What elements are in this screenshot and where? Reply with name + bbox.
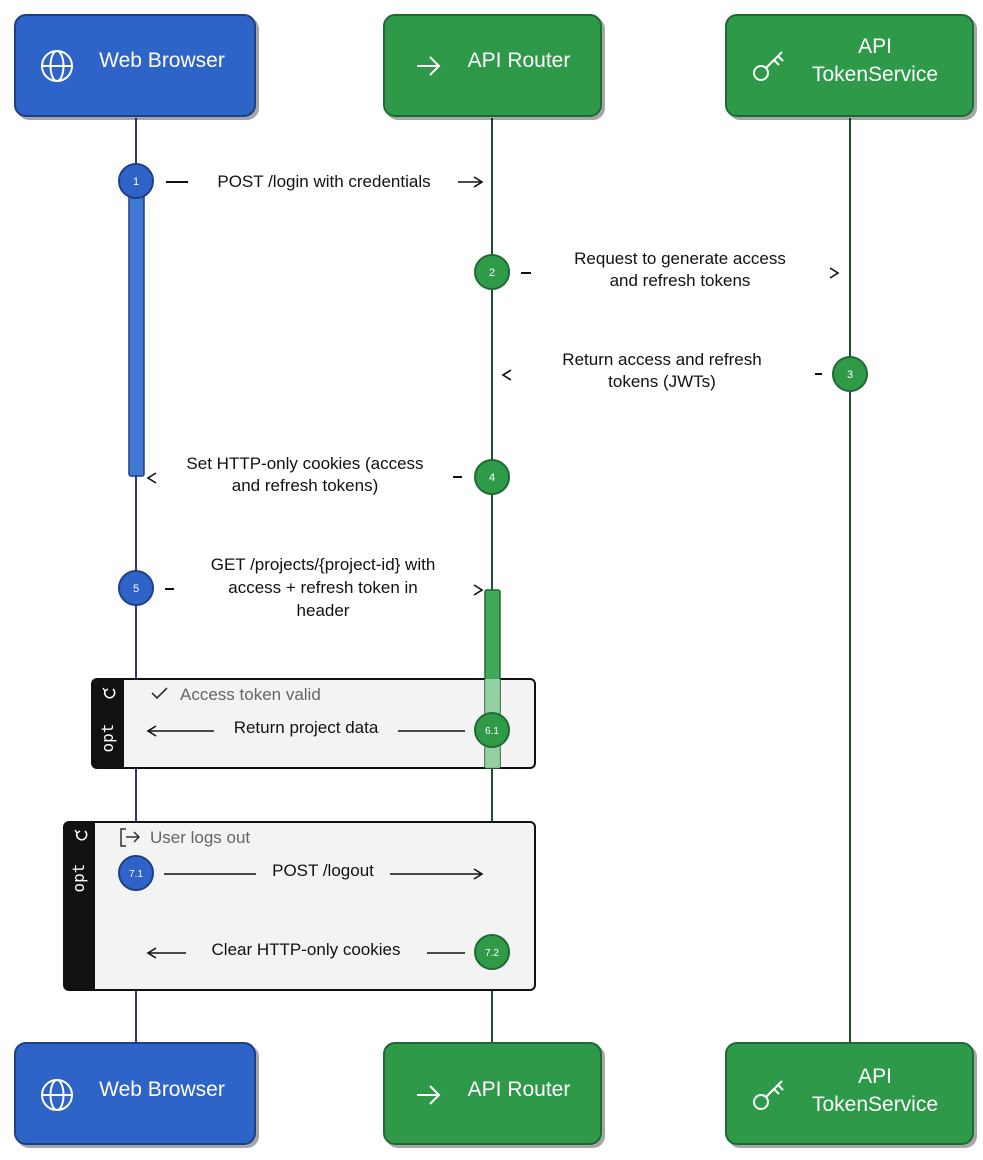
loop-icon [74, 829, 88, 841]
participant-label: API Router [468, 49, 571, 72]
step-number: 7.1 [129, 869, 143, 880]
message-label: tokens (JWTs) [608, 372, 716, 391]
fragment-keyword: opt [69, 864, 88, 893]
arrow-right-icon [417, 56, 441, 76]
participant-label: Web Browser [99, 1078, 225, 1101]
step-badge [832, 356, 868, 392]
participant-label: TokenService [812, 63, 938, 86]
message-label: Return access and refresh [562, 350, 761, 369]
step-badge [474, 254, 510, 290]
message-label: POST /logout [272, 861, 374, 880]
fragment-opt-logout: opt User logs out [63, 821, 536, 991]
arrowhead [829, 267, 840, 279]
step-number: 1 [133, 176, 139, 188]
message-label: header [297, 601, 350, 620]
message-label: Return project data [234, 718, 379, 737]
step-badge [118, 163, 154, 199]
participant-token-service-bottom [725, 1042, 974, 1145]
globe-icon [41, 1079, 73, 1111]
step-number: 4 [489, 472, 495, 484]
step-number: 2 [489, 267, 495, 279]
step-badge [474, 459, 510, 495]
arrowhead [146, 725, 157, 737]
step-badge [118, 855, 154, 891]
message-label: access + refresh token in [228, 578, 417, 597]
arrowhead [146, 472, 157, 484]
arrowhead [473, 584, 484, 596]
message-5: 5 GET /projects/{project-id} with access… [118, 555, 484, 620]
participant-token-service-top [725, 14, 974, 117]
message-label: GET /projects/{project-id} with [211, 555, 436, 574]
arrow-right-icon [417, 1085, 441, 1105]
loop-icon [102, 687, 116, 699]
message-3: 3 Return access and refresh tokens (JWTs… [501, 350, 868, 392]
message-label: POST /login with credentials [217, 172, 430, 191]
arrowhead [146, 947, 157, 959]
participant-label: API Router [468, 1078, 571, 1101]
message-label: Set HTTP-only cookies (access [186, 454, 423, 473]
arrowhead [473, 176, 484, 188]
activation-browser [128, 185, 145, 477]
participant-label: API [858, 1065, 892, 1088]
message-7-1: 7.1 POST /logout [118, 855, 484, 891]
message-6-1: 6.1 Return project data [146, 712, 510, 748]
participant-label: TokenService [812, 1093, 938, 1116]
message-4: 4 Set HTTP-only cookies (access and refr… [146, 454, 510, 495]
step-number: 5 [133, 583, 139, 595]
step-number: 7.2 [485, 948, 499, 959]
step-badge [118, 570, 154, 606]
check-icon [151, 687, 168, 700]
key-icon [753, 51, 784, 81]
fragment-condition: Access token valid [180, 685, 321, 704]
message-1: 1 POST /login with credentials [118, 163, 484, 199]
step-badge [474, 712, 510, 748]
fragment-condition: User logs out [150, 828, 250, 847]
message-label: Request to generate access [574, 249, 786, 268]
participant-web-browser-top [14, 14, 256, 117]
fragment-opt-access-valid: opt Access token valid [91, 678, 536, 769]
message-2: 2 Request to generate access and refresh… [474, 249, 840, 290]
message-label: and refresh tokens [610, 271, 751, 290]
participant-api-router-top [383, 14, 602, 117]
logout-icon [120, 828, 141, 847]
step-number: 6.1 [485, 726, 499, 737]
fragment-keyword: opt [98, 724, 117, 753]
arrowhead [501, 369, 512, 381]
step-badge [474, 934, 510, 970]
step-number: 3 [847, 369, 853, 381]
message-label: Clear HTTP-only cookies [212, 940, 401, 959]
message-label: and refresh tokens) [232, 476, 378, 495]
participant-web-browser-bottom [14, 1042, 256, 1145]
key-icon [753, 1080, 784, 1110]
participant-label: Web Browser [99, 49, 225, 72]
participant-label: API [858, 35, 892, 58]
participant-api-router-bottom [383, 1042, 602, 1145]
globe-icon [41, 50, 73, 82]
arrowhead [473, 868, 484, 880]
message-7-2: 7.2 Clear HTTP-only cookies [146, 934, 510, 970]
